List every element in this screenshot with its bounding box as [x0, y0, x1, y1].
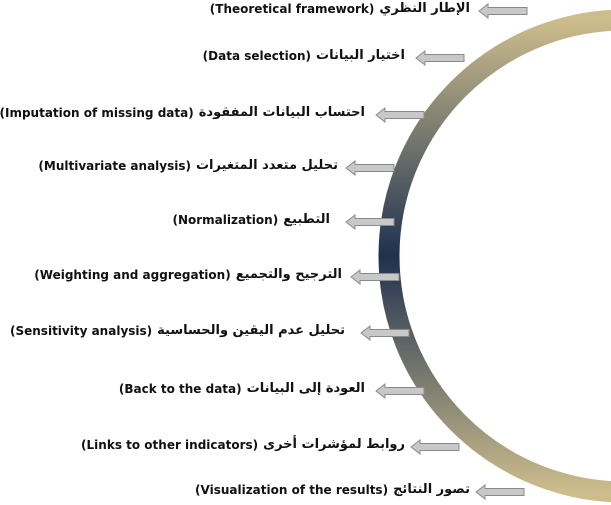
step-label: (Data selection) اختيار البيانات: [0, 48, 405, 68]
left-arrow-icon: [350, 269, 400, 285]
step-english: (Imputation of missing data): [0, 105, 194, 120]
step-arabic: التطبيع: [283, 212, 330, 227]
step-arabic: تحليل عدم اليقين والحساسية: [157, 323, 345, 338]
step-english: (Links to other indicators): [81, 437, 259, 452]
step-arabic: الترجيح والتجميع: [235, 267, 342, 282]
step-english: (Multivariate analysis): [38, 158, 191, 173]
step-label: (Multivariate analysis) تحليل متعدد المتغ…: [0, 158, 338, 178]
step-arabic: تحليل متعدد المتغيرات: [195, 158, 338, 173]
step-label: (Links to other indicators) روابط لمؤشرات…: [0, 437, 405, 457]
left-arrow-icon: [375, 383, 425, 399]
step-arabic: الإطار النظري: [379, 1, 470, 16]
step-label: (Sensitivity analysis) تحليل عدم اليقين و…: [0, 323, 345, 343]
left-arrow-icon: [375, 107, 425, 123]
step-english: (Back to the data): [118, 381, 242, 396]
step-label: (Normalization) التطبيع: [0, 212, 330, 232]
step-label: (Weighting and aggregation) الترجيح والتج…: [0, 267, 342, 287]
step-english: (Data selection): [202, 48, 311, 63]
step-english: (Theoretical framework): [209, 1, 375, 16]
step-label: (Theoretical framework) الإطار النظري: [0, 1, 470, 21]
left-arrow-icon: [478, 3, 528, 19]
step-english: (Normalization): [172, 212, 279, 227]
step-arabic: احتساب البيانات المفقودة: [198, 105, 365, 120]
step-english: (Sensitivity analysis): [10, 323, 153, 338]
step-english: (Weighting and aggregation): [34, 267, 231, 282]
step-english: (Visualization of the results): [195, 482, 389, 497]
step-arabic: اختيار البيانات: [316, 48, 405, 63]
left-arrow-icon: [360, 325, 410, 341]
left-arrow-icon: [415, 50, 465, 66]
step-label: (Visualization of the results) تصور النتا…: [0, 482, 470, 502]
step-arabic: العودة إلى البيانات: [246, 381, 365, 396]
left-arrow-icon: [410, 439, 460, 455]
step-label: (Imputation of missing data) احتساب البيا…: [0, 105, 365, 125]
left-arrow-icon: [475, 484, 525, 500]
left-arrow-icon: [345, 160, 395, 176]
step-label: (Back to the data) العودة إلى البيانات: [0, 381, 365, 401]
step-arabic: روابط لمؤشرات أخرى: [263, 437, 405, 452]
step-arabic: تصور النتائج: [393, 482, 470, 497]
left-arrow-icon: [345, 214, 395, 230]
